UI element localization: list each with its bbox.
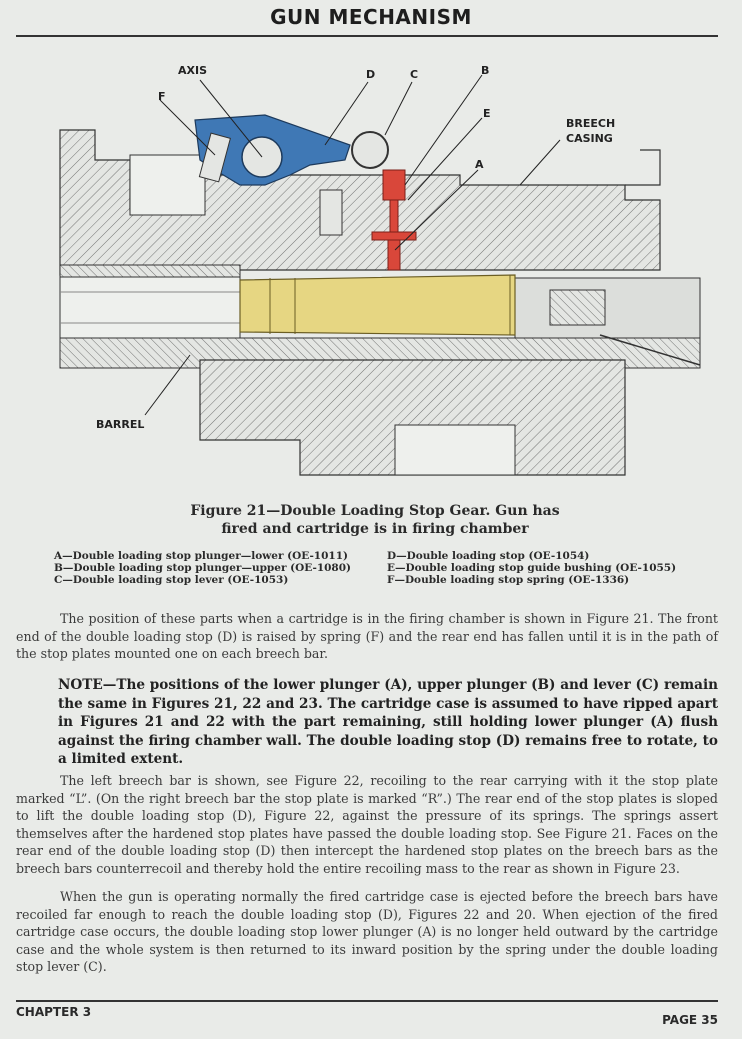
figure-caption: Figure 21—Double Loading Stop Gear. Gun … [150, 502, 600, 538]
caption-line-2: fired and cartridge is in firing chamber [221, 521, 529, 537]
page-number: PAGE 35 [662, 1013, 718, 1027]
header-rule [16, 35, 718, 37]
legend-item-e: E—Double loading stop guide bushing (OE-… [387, 562, 677, 574]
label-breech-casing-line1: BREECH [566, 117, 615, 130]
label-barrel: BARREL [96, 418, 144, 431]
legend-right: D—Double loading stop (OE-1054) E—Double… [387, 550, 676, 586]
legend-left: A—Double loading stop plunger—lower (OE-… [54, 550, 351, 586]
breech-block [514, 277, 701, 366]
page-title: GUN MECHANISM [270, 5, 472, 29]
label-f: F [158, 90, 166, 103]
figure-21-diagram: AXIS F D C B E A BREECH CASING BARREL [59, 64, 701, 476]
footer-rule [16, 1000, 718, 1002]
breech-casing [59, 129, 661, 276]
legend-item-b: B—Double loading stop plunger—upper (OE-… [54, 562, 352, 574]
label-d: D [366, 68, 375, 81]
label-a: A [475, 158, 484, 171]
paragraph-1-text: The position of these parts when a cartr… [16, 611, 718, 661]
label-c: C [410, 68, 418, 81]
legend-item-a: A—Double loading stop plunger—lower (OE-… [54, 550, 348, 562]
barrel [59, 264, 701, 476]
paragraph-2-text: The left breech bar is shown, see Figure… [16, 773, 718, 876]
legend-item-c: C—Double loading stop lever (OE-1053) [54, 574, 289, 586]
cartridge [239, 274, 516, 336]
label-breech-casing-line2: CASING [566, 132, 613, 145]
paragraph-3-text: When the gun is operating normally the f… [16, 889, 718, 974]
leader-lines [144, 74, 561, 416]
paragraph-3: When the gun is operating normally the f… [16, 888, 718, 976]
label-e: E [483, 107, 491, 120]
spring [319, 189, 343, 236]
legend-item-f: F—Double loading stop spring (OE-1336) [387, 574, 630, 586]
paragraph-1: The position of these parts when a cartr… [16, 610, 718, 663]
stop-lever-c [351, 131, 389, 169]
chapter-label: CHAPTER 3 [16, 1005, 92, 1019]
caption-line-1: Figure 21—Double Loading Stop Gear. Gun … [190, 503, 560, 519]
label-axis: AXIS [178, 64, 207, 77]
note-paragraph: NOTE—The positions of the lower plunger … [58, 677, 718, 768]
paragraph-2: The left breech bar is shown, see Figure… [16, 772, 718, 877]
legend-item-d: D—Double loading stop (OE-1054) [387, 550, 590, 562]
label-b: B [481, 64, 489, 77]
